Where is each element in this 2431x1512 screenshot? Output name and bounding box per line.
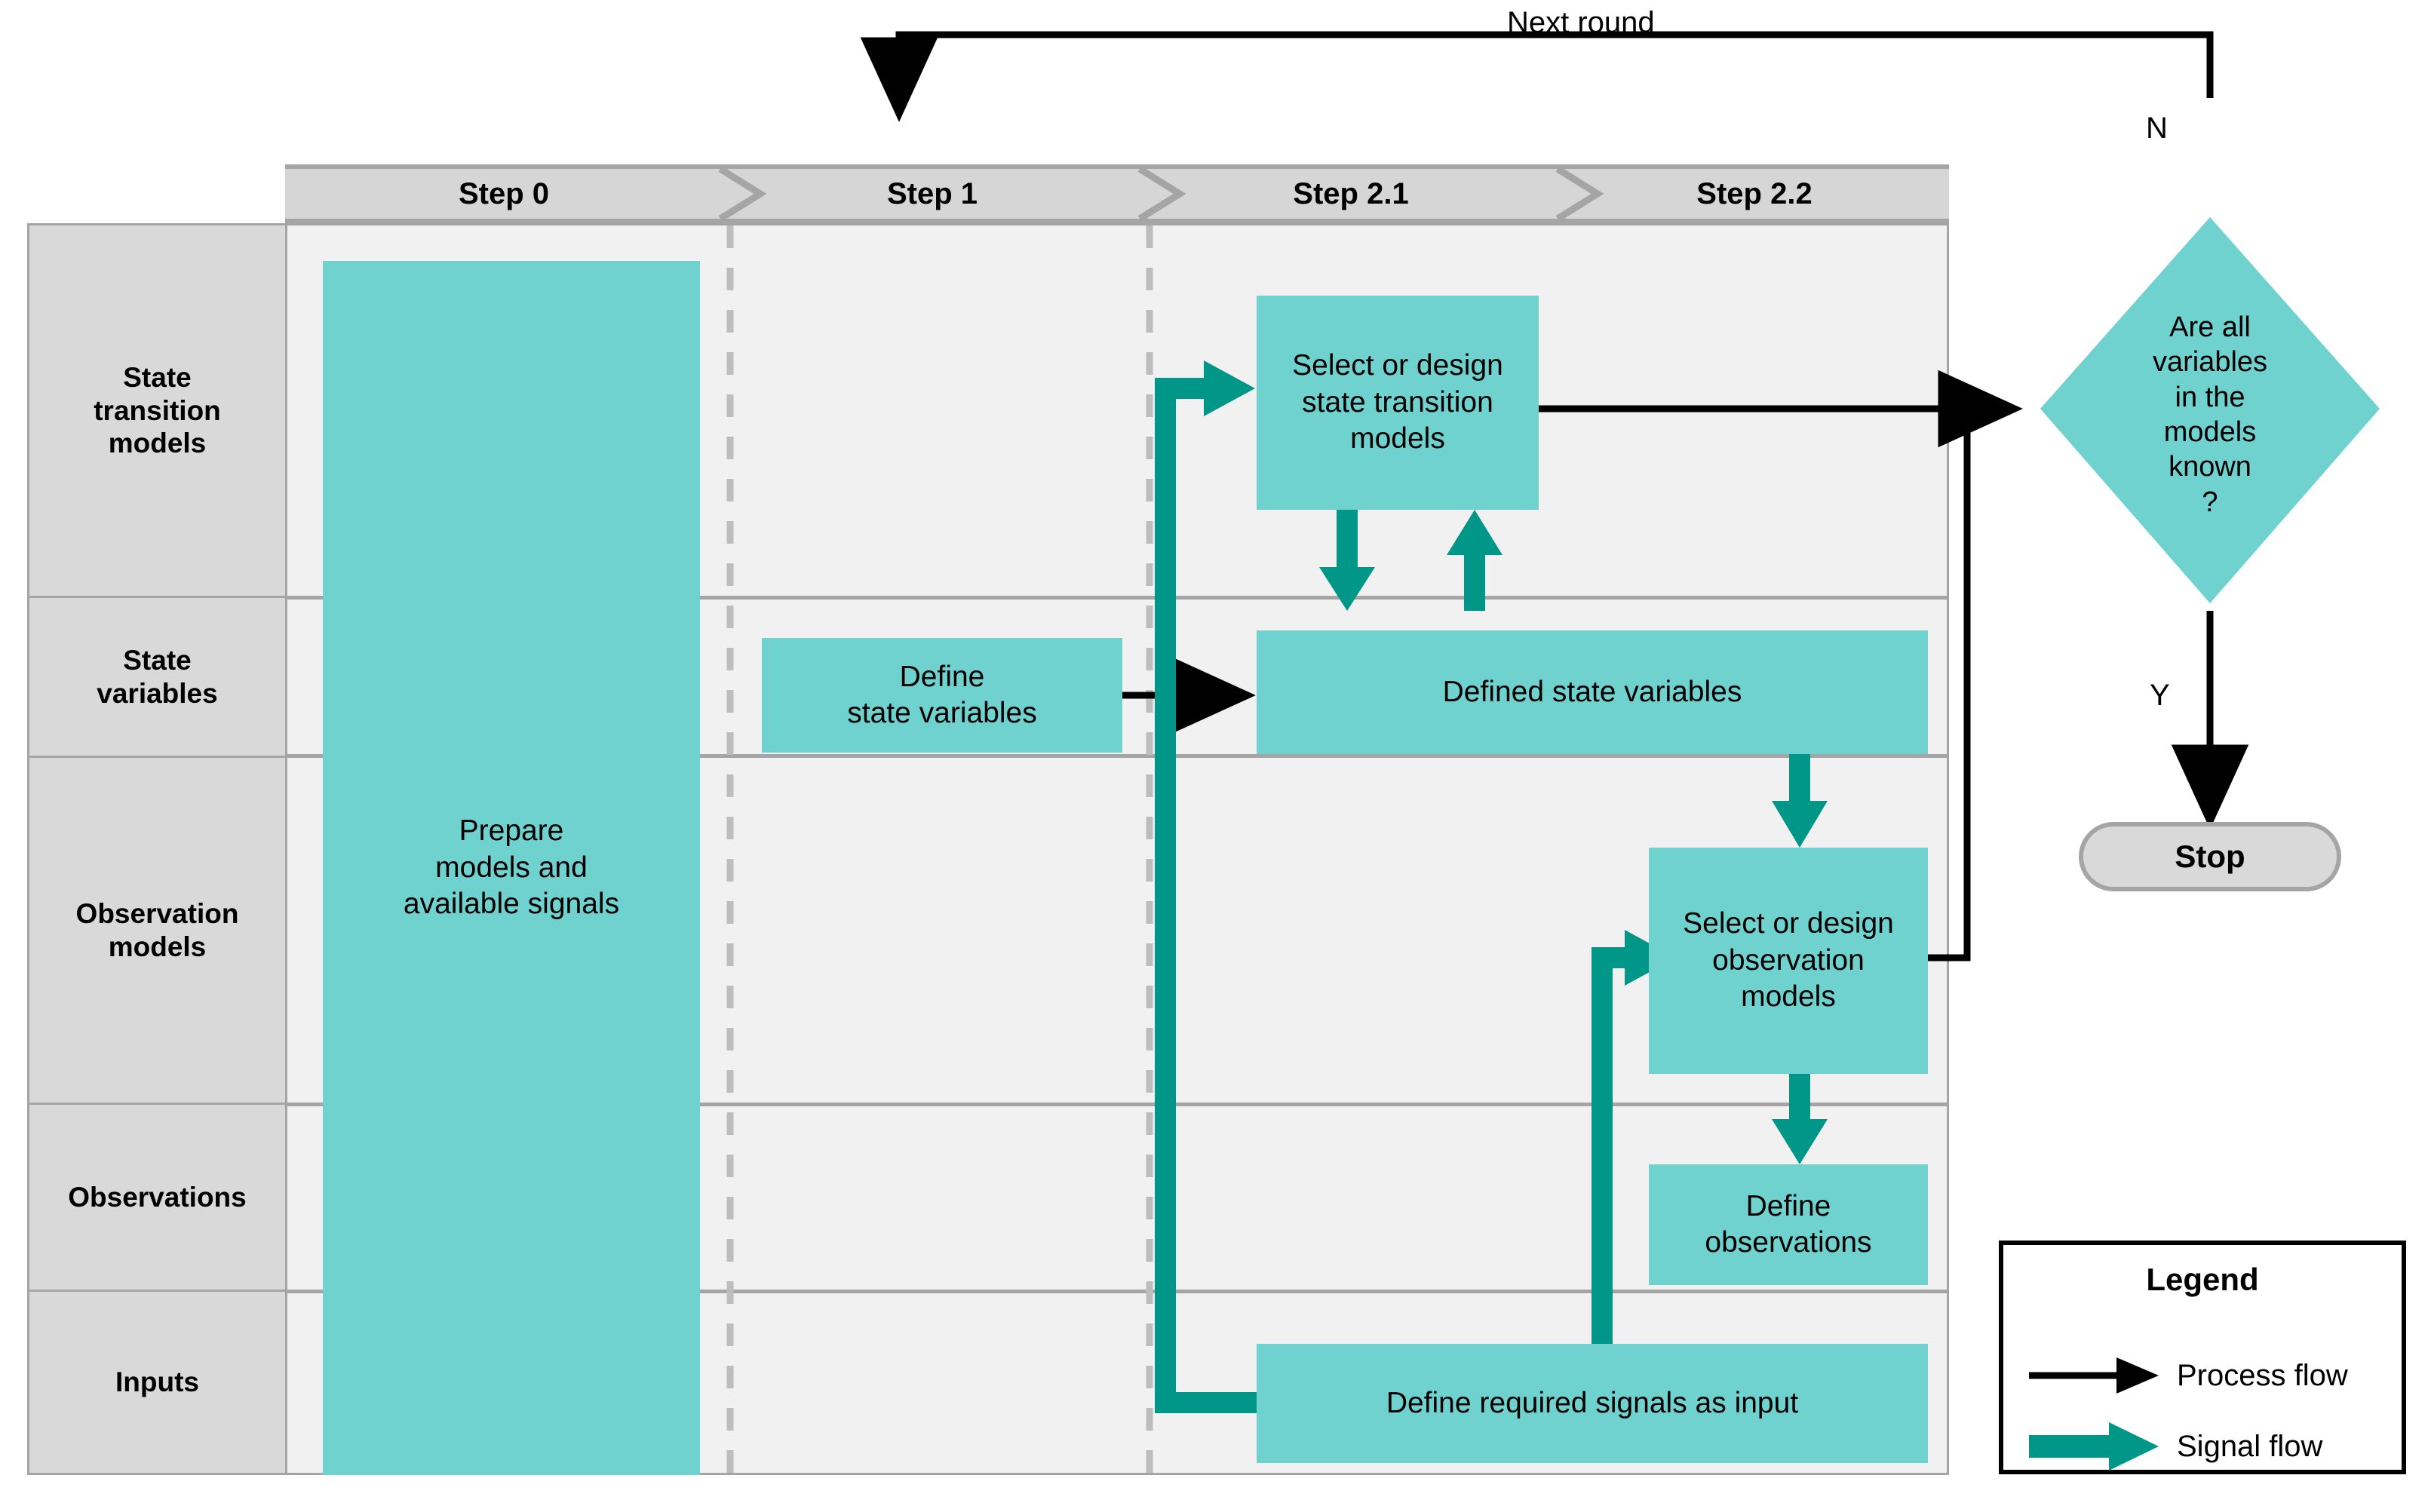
row-label-text: State transition models (94, 362, 221, 459)
row-label-state-transition-models[interactable]: State transition models (27, 223, 287, 598)
branch-label-no: N (2146, 112, 2168, 145)
node-define-observations[interactable]: Define observations (1649, 1164, 1928, 1285)
next-round-connector (860, 31, 2214, 122)
legend-box: Legend (1999, 1241, 2406, 1474)
row-label-observation-models[interactable]: Observation models (27, 756, 287, 1105)
node-label: Define observations (1705, 1189, 1872, 1259)
branch-label-yes: Y (2150, 679, 2170, 712)
node-label: Defined state variables (1442, 675, 1742, 708)
row-separator-1 (287, 596, 1947, 600)
legend-item-process-flow-label: Process flow (2177, 1359, 2348, 1392)
node-defined-state-variables[interactable]: Defined state variables (1257, 630, 1928, 754)
row-label-text: State variables (97, 644, 218, 709)
row-label-inputs[interactable]: Inputs (27, 1290, 287, 1475)
node-define-required-signals[interactable]: Define required signals as input (1257, 1344, 1928, 1463)
step-header-band (285, 164, 1949, 223)
row-label-text: Observations (68, 1181, 247, 1213)
next-round-label: Next round (1507, 6, 1655, 39)
signal-arrowhead-define-obs (1772, 1119, 1828, 1164)
step-header-0-label: Step 0 (458, 176, 550, 210)
step-header-1-label: Step 1 (886, 176, 978, 210)
signal-arrowhead-defined-sv (1319, 567, 1375, 611)
step-header-0[interactable]: Step 0 (285, 164, 723, 223)
node-label: Define state variables (847, 660, 1037, 729)
step-header-1[interactable]: Step 1 (723, 164, 1142, 223)
row-label-state-variables[interactable]: State variables (27, 596, 287, 758)
node-label: Stop (2175, 839, 2245, 874)
node-prepare-models[interactable]: Prepare models and available signals (323, 261, 700, 1475)
input-to-transition-signal-flow (1155, 378, 1261, 1413)
node-label: Are all variables in the models known ? (2152, 311, 2268, 518)
node-define-state-variables[interactable]: Define state variables (762, 638, 1122, 753)
node-label: Define required signals as input (1386, 1386, 1799, 1419)
legend-item-signal-flow-label: Signal flow (2177, 1430, 2323, 1463)
step-header-3[interactable]: Step 2.2 (1560, 164, 1949, 223)
row-separator-2 (287, 754, 1947, 758)
row-separator-3 (287, 1103, 1947, 1106)
observation-to-decision-connector (1917, 409, 1971, 961)
node-select-observation-models[interactable]: Select or design observation models (1649, 848, 1928, 1074)
row-label-text: Observation models (75, 897, 239, 962)
node-label: Select or design observation models (1683, 907, 1894, 1014)
input-to-observation-signal-flow (1592, 947, 1628, 1344)
step-header-2-label: Step 2.1 (1293, 176, 1409, 210)
node-stop[interactable]: Stop (2079, 822, 2341, 891)
node-decision-all-variables-known[interactable]: Are all variables in the models known ? (2097, 264, 2323, 566)
node-label: Prepare models and available signals (403, 814, 620, 921)
node-select-state-transition-models[interactable]: Select or design state transition models (1257, 296, 1539, 510)
row-label-text: Inputs (115, 1366, 199, 1398)
row-separator-4 (287, 1290, 1947, 1293)
step-header-3-label: Step 2.2 (1696, 176, 1813, 210)
step-header-2[interactable]: Step 2.1 (1142, 164, 1560, 223)
legend-title: Legend (2146, 1262, 2259, 1297)
signal-arrowhead-transition-up (1447, 510, 1502, 555)
node-label: Select or design state transition models (1292, 349, 1503, 455)
signal-arrowhead-observation (1772, 801, 1828, 848)
signal-arrowhead-transition (1204, 360, 1255, 416)
row-label-observations[interactable]: Observations (27, 1103, 287, 1292)
